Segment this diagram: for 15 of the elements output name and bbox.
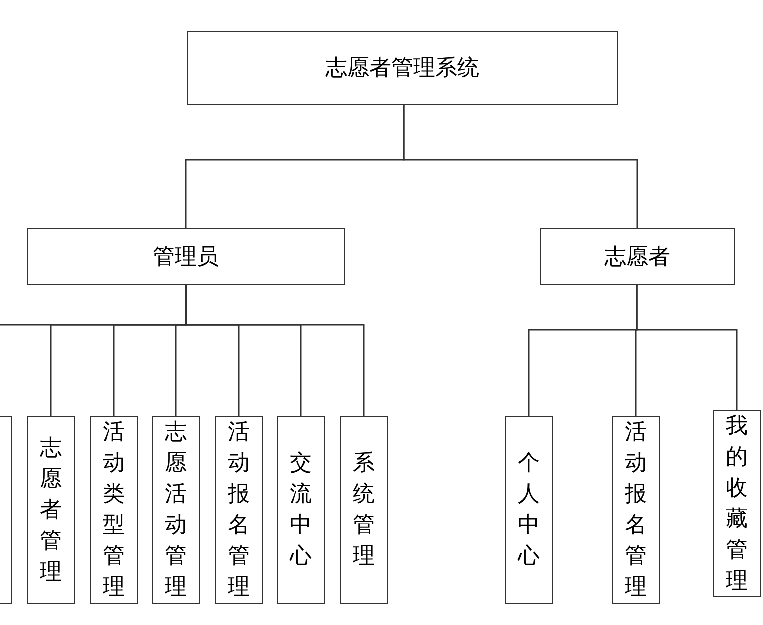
module-box: 系统管理 <box>340 416 388 604</box>
module-box: 志愿者管理 <box>27 416 75 604</box>
role-box: 志愿者 <box>540 228 735 285</box>
module-box: 志愿活动管理 <box>152 416 200 604</box>
module-box: 个人中心 <box>505 416 553 604</box>
module-box: 活动报名管理 <box>215 416 263 604</box>
connector-line <box>185 285 365 416</box>
role-box: 管理员 <box>27 228 345 285</box>
connector-line <box>403 105 638 228</box>
module-box: 活动类型管理 <box>90 416 138 604</box>
connector-line <box>636 285 738 410</box>
module-box: 交流中心 <box>277 416 325 604</box>
system-box: 志愿者管理系统 <box>187 31 618 105</box>
module-box: 我的收藏管理 <box>713 410 761 597</box>
module-box: 活动报名管理 <box>612 416 660 604</box>
